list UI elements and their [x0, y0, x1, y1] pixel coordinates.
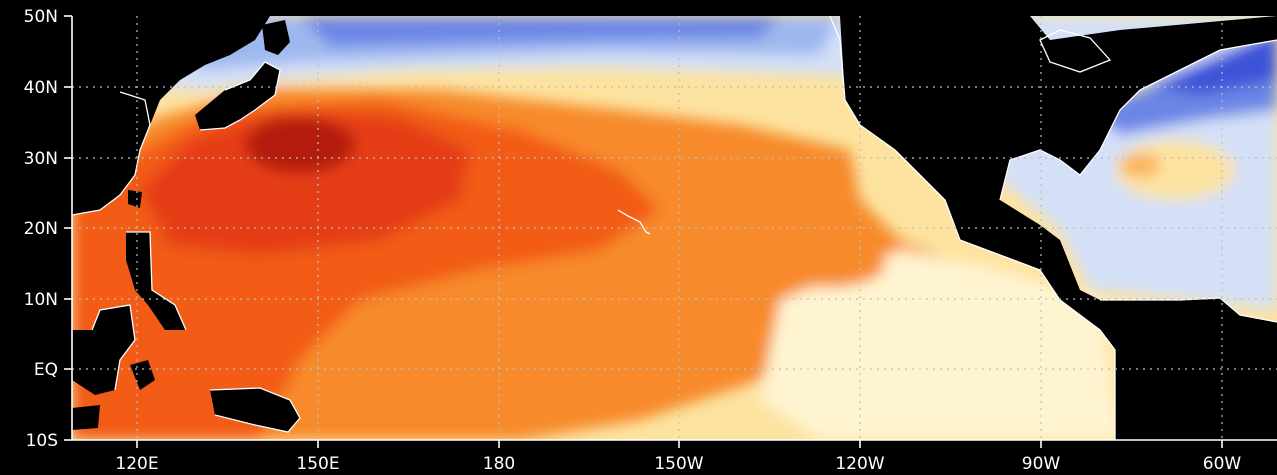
land-philippines — [126, 232, 186, 330]
coast-great-lakes — [1039, 29, 1112, 73]
ocean-field — [72, 16, 1277, 440]
land-americas — [840, 16, 1277, 440]
lon-label-150w: 150W — [654, 454, 703, 474]
coast-gulf — [999, 39, 1277, 201]
lat-label-10n: 10N — [24, 290, 58, 310]
lon-label-90w: 90W — [1022, 454, 1061, 474]
gridlines — [72, 16, 1277, 440]
atlantic-warm-core — [1120, 153, 1160, 177]
land-timor — [72, 405, 100, 430]
westpac-red — [140, 110, 470, 255]
land-japan — [195, 62, 280, 130]
axes — [64, 15, 1277, 448]
lat-labels: 50N 40N 30N 20N 10N EQ 10S — [24, 7, 58, 451]
lat-label-eq: EQ — [34, 360, 58, 380]
lat-label-50n: 50N — [24, 7, 58, 27]
land-sulawesi — [130, 360, 155, 390]
coast-caribbean — [1100, 297, 1277, 323]
east-pale-region — [760, 250, 1120, 440]
lat-label-10s: 10S — [26, 431, 58, 451]
lon-label-60w: 60W — [1203, 454, 1242, 474]
north-band-blue — [300, 16, 780, 46]
coast-indonesia — [91, 304, 136, 391]
atlantic-deep-blue — [1150, 30, 1277, 95]
lon-label-120e: 120E — [115, 454, 158, 474]
coast-americas — [829, 16, 1116, 440]
lon-label-120w: 120W — [835, 454, 884, 474]
coast-new-guinea — [209, 387, 301, 433]
land — [72, 16, 1277, 440]
lat-label-30n: 30N — [24, 149, 58, 169]
land-japan-north — [262, 20, 290, 55]
coast-asia — [72, 91, 151, 216]
lat-label-20n: 20N — [24, 219, 58, 239]
coast-philippines — [126, 231, 187, 331]
land-new-guinea — [210, 388, 300, 432]
coastlines — [72, 16, 1277, 440]
coast-japan — [199, 61, 281, 131]
lat-label-40n: 40N — [24, 78, 58, 98]
lon-label-150e: 150E — [296, 454, 339, 474]
land-taiwan — [128, 190, 142, 208]
east-orange-patch — [775, 243, 885, 287]
land-asia — [72, 16, 270, 215]
kuroshio-max — [245, 117, 355, 173]
coast-hawaii — [617, 209, 651, 235]
lon-labels: 120E 150E 180 150W 120W 90W 60W — [115, 454, 1241, 474]
lon-label-180: 180 — [483, 454, 515, 474]
land-borneo-indonesia — [72, 305, 135, 395]
